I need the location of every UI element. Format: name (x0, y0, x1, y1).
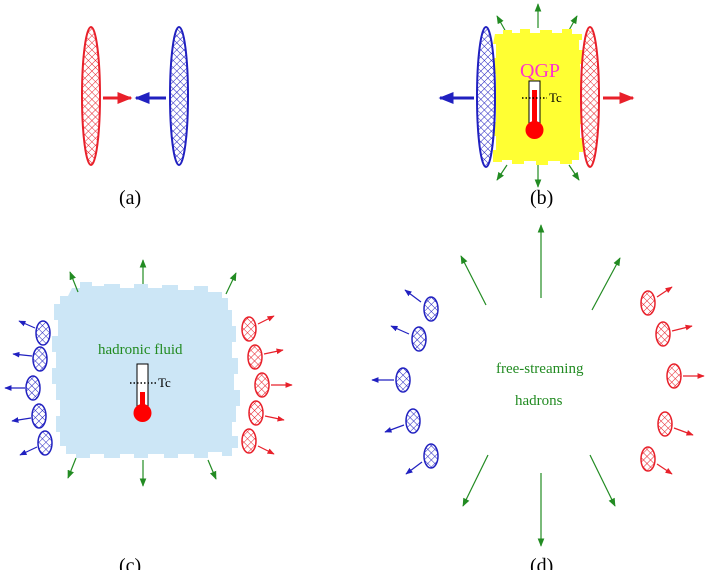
red-hadrons-c (241, 315, 293, 455)
blue-arrow (384, 424, 405, 433)
flow-arrow (69, 271, 79, 293)
blue-hadron (411, 326, 427, 352)
thermometer-icon (133, 363, 152, 422)
nucleus-left (81, 26, 101, 166)
flow-arrow (462, 454, 489, 507)
red-hadron (640, 290, 656, 316)
blue-arrow (11, 417, 32, 423)
blue-hadron (37, 430, 53, 456)
flow-arrow (460, 255, 487, 306)
green-flow-arrows-d (460, 224, 621, 547)
panel-a: (a) (81, 26, 189, 209)
red-hadron (241, 316, 257, 342)
red-arrow (264, 415, 285, 422)
qgp-label: QGP (520, 60, 560, 82)
nucleus-right (169, 26, 189, 166)
flow-arrow (67, 457, 77, 479)
free-streaming-label: free-streaming (496, 361, 584, 377)
blue-arrow (404, 289, 422, 303)
red-hadron (247, 344, 263, 370)
blue-arrow (18, 320, 36, 329)
caption-b: (b) (530, 187, 553, 209)
blue-hadron (405, 408, 421, 434)
flow-arrow (225, 272, 237, 295)
red-hadron (666, 363, 682, 389)
blue-arrow (12, 351, 33, 358)
caption-c: (c) (119, 555, 141, 570)
red-arrow (671, 324, 693, 332)
red-arrow (263, 348, 284, 355)
red-hadron (241, 428, 257, 454)
panel-b: QGP Tc (b) (438, 3, 635, 209)
blue-hadron (25, 375, 41, 401)
tc-label-c: Tc (158, 375, 171, 390)
caption-d: (d) (530, 555, 553, 570)
blue-hadron (423, 296, 439, 322)
nucleus-blue-outgoing (476, 26, 496, 168)
red-hadron (657, 411, 673, 437)
nucleus-red-outgoing (580, 26, 600, 168)
flow-arrow (207, 459, 217, 480)
blue-arrow (405, 461, 423, 475)
panel-c: hadronic fluid Tc (c) (4, 259, 293, 570)
blue-arrow (19, 446, 38, 456)
flow-arrow (496, 15, 507, 33)
hadronic-fluid-label: hadronic fluid (98, 342, 183, 358)
red-hadron (254, 372, 270, 398)
blue-arrow (390, 325, 410, 335)
blue-hadron (395, 367, 411, 393)
red-arrow (656, 286, 673, 298)
red-hadron (640, 446, 656, 472)
red-arrow (656, 463, 673, 475)
hadrons-label: hadrons (515, 393, 563, 409)
blue-hadron (35, 320, 51, 346)
blue-hadrons-d (371, 289, 439, 475)
thermometer-icon (525, 80, 544, 139)
caption-a: (a) (119, 187, 141, 209)
red-arrow (257, 315, 275, 325)
blue-hadron (31, 403, 47, 429)
panel-d: free-streaming hadrons (d) (371, 224, 705, 570)
flow-arrow (591, 257, 621, 311)
blue-hadron (32, 346, 48, 372)
red-hadron (248, 400, 264, 426)
flow-arrow (496, 164, 508, 181)
flow-arrow (589, 454, 616, 507)
red-hadron (655, 321, 671, 347)
red-arrow (257, 445, 275, 455)
blue-hadron (423, 443, 439, 469)
blue-hadrons-c (4, 320, 53, 456)
red-arrow (673, 427, 694, 436)
tc-label-b: Tc (549, 90, 562, 105)
green-flow-arrows-c (67, 259, 237, 487)
flow-arrow (568, 164, 580, 181)
red-hadrons-d (640, 286, 705, 475)
